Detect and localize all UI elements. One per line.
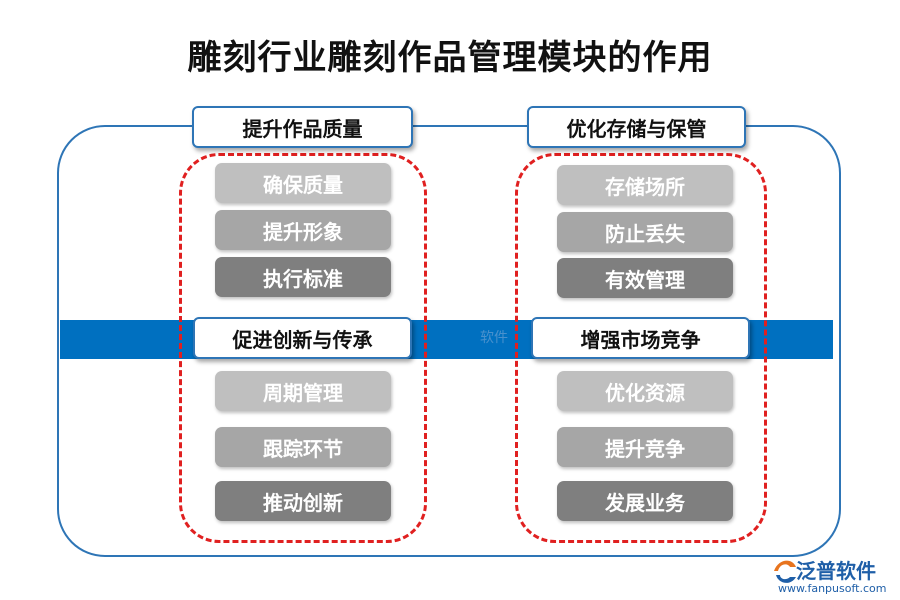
page-title: 雕刻行业雕刻作品管理模块的作用 [187, 38, 713, 78]
logo-name: 泛普软件 [796, 559, 876, 583]
left-top-item: 执行标准 [215, 257, 391, 297]
left-bottom-item: 周期管理 [215, 371, 391, 411]
watermark-text: 软件 [480, 330, 508, 346]
left-mid-label: 促进创新与传承 [193, 317, 412, 359]
left-top-item: 提升形象 [215, 210, 391, 250]
right-bottom-item: 提升竞争 [557, 427, 733, 467]
right-top-item: 防止丢失 [557, 212, 733, 252]
logo-url: www.fanpusoft.com [778, 582, 887, 595]
fanpu-logo-icon [774, 560, 796, 583]
right-bottom-item: 优化资源 [557, 371, 733, 411]
left-bottom-item: 跟踪环节 [215, 427, 391, 467]
right-dashed-group [515, 153, 767, 543]
left-dashed-group [179, 153, 427, 543]
right-top-item: 有效管理 [557, 258, 733, 298]
right-top-item: 存储场所 [557, 165, 733, 205]
left-top-item: 确保质量 [215, 163, 391, 203]
outer-frame [57, 125, 841, 557]
right-mid-label: 增强市场竞争 [531, 317, 750, 359]
right-top-label: 优化存储与保管 [527, 106, 746, 148]
right-bottom-item: 发展业务 [557, 481, 733, 521]
left-bottom-item: 推动创新 [215, 481, 391, 521]
left-top-label: 提升作品质量 [192, 106, 413, 148]
